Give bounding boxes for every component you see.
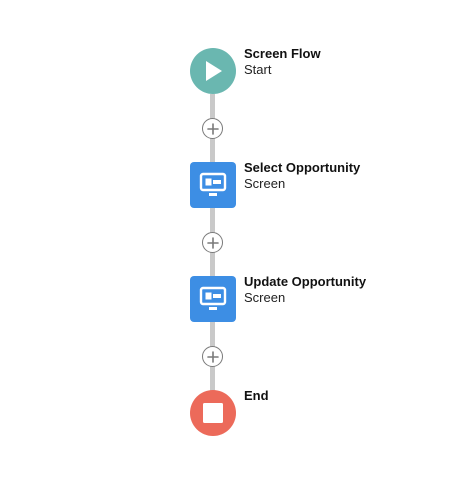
- end-node[interactable]: [190, 390, 236, 436]
- plus-icon: [206, 236, 219, 249]
- screen-node-update-opportunity[interactable]: [190, 276, 236, 322]
- node-subtitle: Screen: [244, 176, 286, 191]
- screen-icon: [199, 286, 227, 310]
- node-title: End: [244, 388, 269, 403]
- screen-node-label: Update Opportunity Screen: [244, 274, 366, 305]
- node-subtitle: Start: [244, 62, 272, 77]
- add-element-button[interactable]: [202, 346, 223, 367]
- node-title: Screen Flow: [244, 46, 321, 61]
- screen-node-select-opportunity[interactable]: [190, 162, 236, 208]
- end-node-label: End: [244, 388, 269, 403]
- screen-node-label: Select Opportunity Screen: [244, 160, 360, 191]
- node-title: Select Opportunity: [244, 160, 361, 175]
- node-title: Update Opportunity: [244, 274, 367, 289]
- plus-icon: [206, 350, 219, 363]
- plus-icon: [206, 122, 219, 135]
- stop-icon: [203, 403, 223, 423]
- add-element-button[interactable]: [202, 118, 223, 139]
- play-icon: [206, 61, 222, 81]
- start-node[interactable]: [190, 48, 236, 94]
- add-element-button[interactable]: [202, 232, 223, 253]
- node-subtitle: Screen: [244, 290, 286, 305]
- start-node-label: Screen Flow Start: [244, 46, 321, 77]
- screen-icon: [199, 172, 227, 196]
